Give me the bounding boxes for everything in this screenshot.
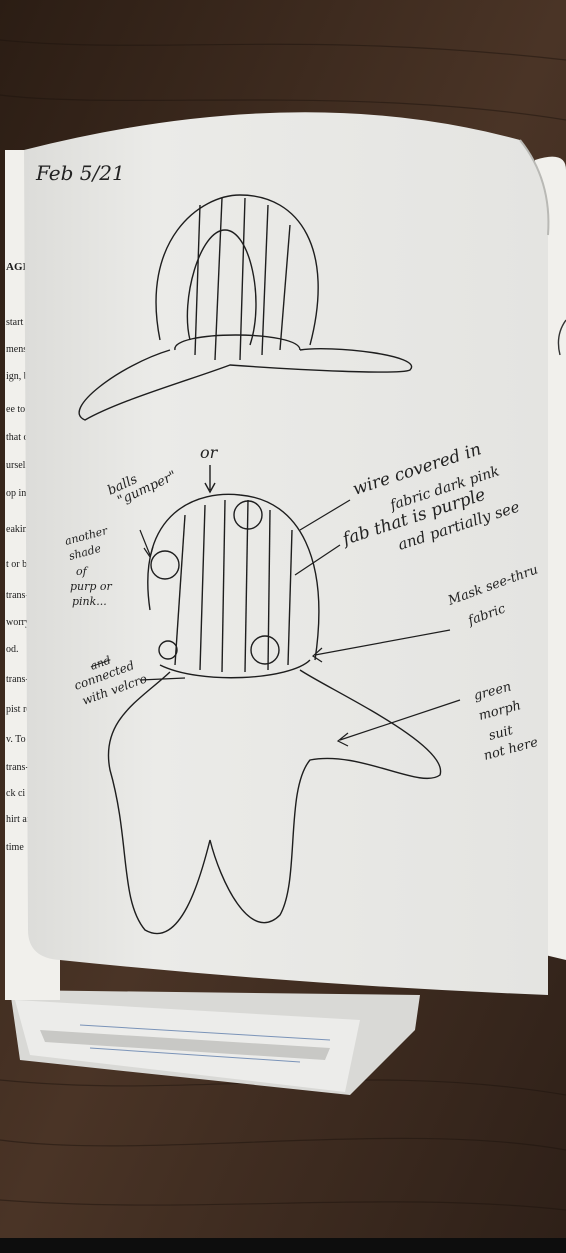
printed-line: time — [6, 842, 24, 853]
printed-line: trans- — [6, 590, 29, 601]
bottom-black-strip — [0, 1238, 566, 1253]
printed-line: trans- — [6, 674, 29, 685]
or-label: or — [200, 443, 219, 462]
printed-line: op in — [6, 488, 26, 499]
printed-line: ck ci — [6, 788, 25, 799]
shade-note-line: purp or — [70, 580, 113, 593]
printed-line: od. — [6, 644, 19, 655]
printed-line: v. To — [6, 734, 26, 745]
printed-line: that d — [6, 432, 29, 443]
shade-note-line: pink... — [72, 595, 107, 608]
sketch-page — [24, 112, 548, 995]
printed-line: eakin — [6, 524, 28, 535]
date-label: Feb 5/21 — [35, 161, 125, 185]
printed-line: trans- — [6, 762, 29, 773]
